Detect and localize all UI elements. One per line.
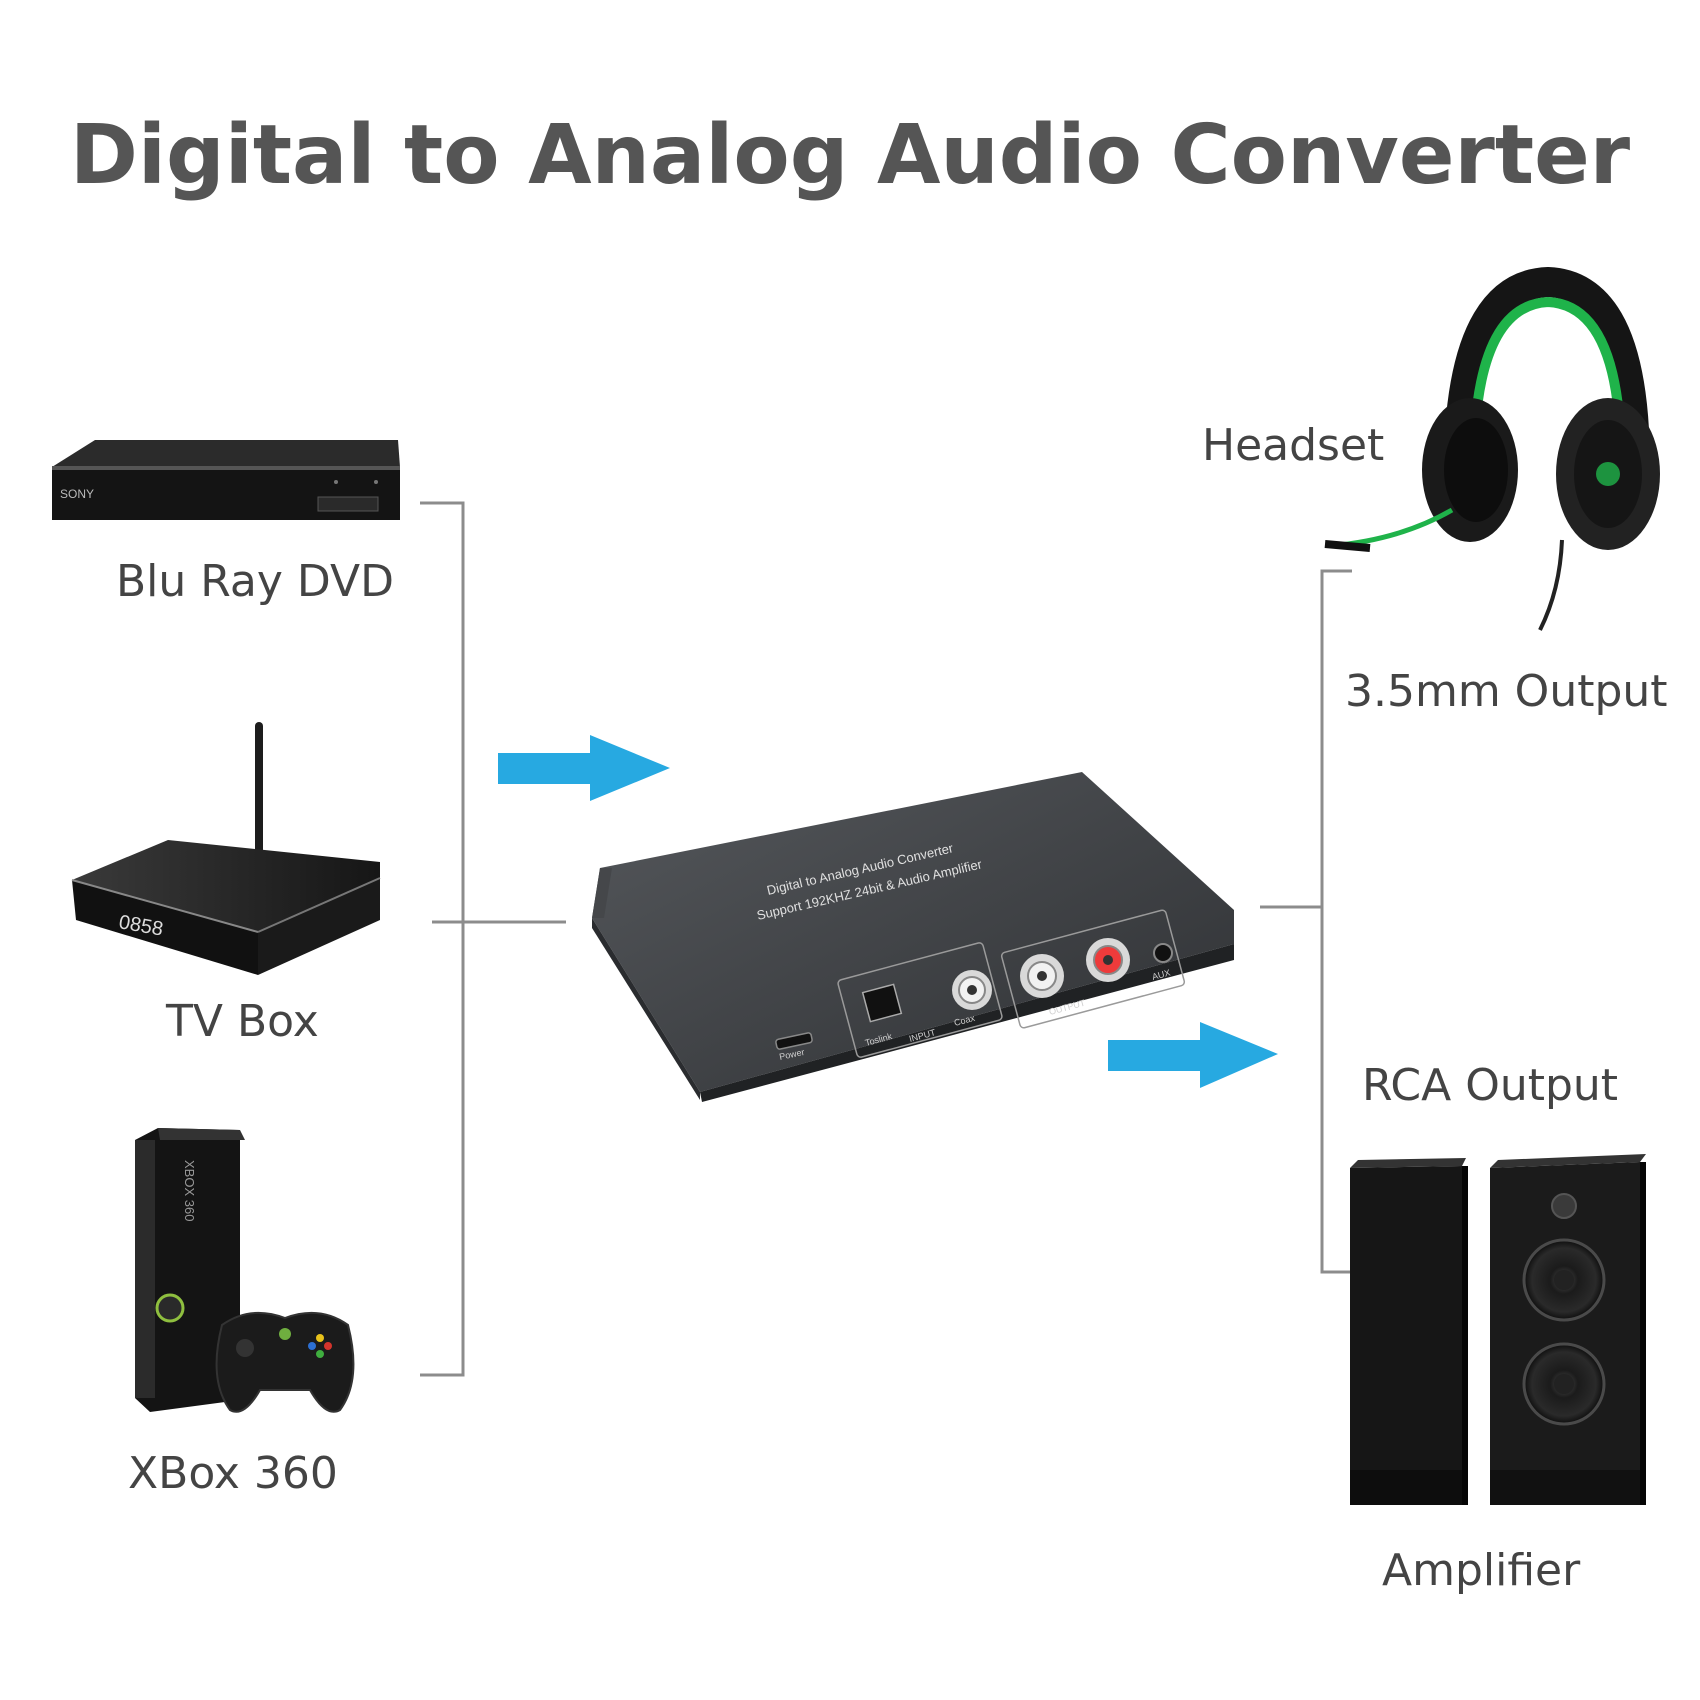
tv-box-icon: 0858 [71,722,381,975]
source-bracket [420,501,566,1377]
speakers-icon [1350,1154,1646,1505]
port-label-aux: AUX [1151,967,1171,981]
output-label-headset: Headset [1202,420,1385,471]
converter-device-icon: Digital to Analog Audio Converter Suppor… [592,772,1234,1102]
output-arrow-icon [1108,1022,1278,1088]
page-title: Digital to Analog Audio Converter [69,108,1631,203]
headset-icon [1324,266,1660,631]
input-arrow-icon [498,735,670,801]
output-label-amplifier: Amplifier [1382,1545,1581,1596]
source-label-tv-box: TV Box [166,996,319,1047]
output-bracket [1260,569,1352,1274]
blu-ray-brand: SONY [60,487,94,501]
xbox-brand: XBOX 360 [182,1160,197,1221]
source-label-xbox: XBox 360 [128,1448,338,1499]
xbox-360-console-icon: XBOX 360 [135,1128,355,1413]
blu-ray-player-icon: SONY [52,440,400,520]
source-label-blu-ray: Blu Ray DVD [116,556,394,607]
output-sublabel-headset: 3.5mm Output [1345,666,1668,717]
output-sublabel-amplifier: RCA Output [1362,1060,1619,1111]
